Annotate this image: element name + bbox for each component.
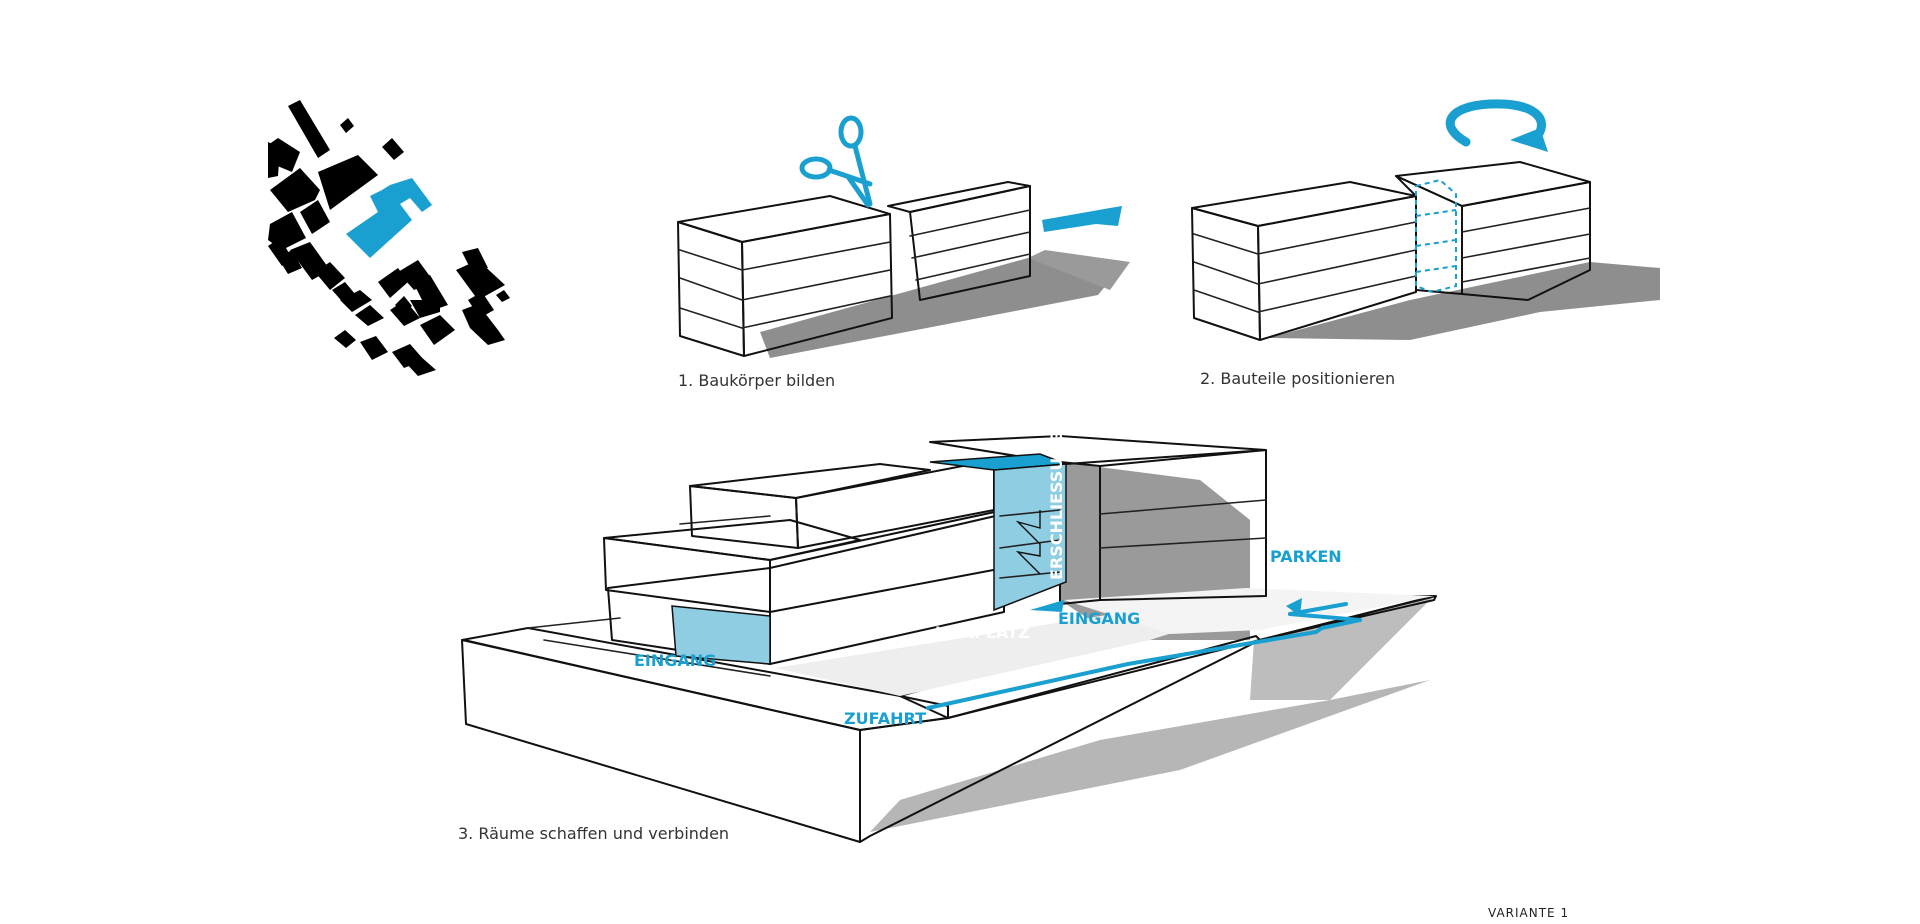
erschliessung-core	[929, 453, 1067, 612]
label-erschliessung: ERSCHLIESSUNG	[1047, 431, 1066, 580]
zufahrt-route	[926, 612, 1362, 710]
caption-step2: 2. Bauteile positionieren	[1200, 369, 1396, 388]
step3-plinth	[461, 595, 1437, 843]
step3-shadow-ground	[870, 680, 1430, 832]
label-vorplatz: VORPLATZ	[936, 623, 1030, 642]
caption-step3: 3. Räume schaffen und verbinden	[458, 824, 730, 843]
step2-block-right	[1395, 161, 1591, 301]
cut-off-text: VARIANTE 1	[1488, 906, 1570, 920]
step3-shadow-plinth	[1250, 596, 1434, 700]
step2-shadow	[1268, 262, 1660, 340]
label-eingang-left: EINGANG	[634, 651, 716, 670]
label-eingang-main: EINGANG	[1058, 609, 1140, 628]
rotate-arrow-icon	[1445, 99, 1548, 152]
label-parken: PARKEN	[1270, 547, 1342, 566]
step1-shadow-right	[1028, 250, 1130, 290]
step1-block-left	[677, 195, 893, 357]
eingang-glazing-left	[671, 605, 771, 665]
label-zufahrt: ZUFAHRT	[844, 709, 926, 728]
figure-ground-plan	[268, 100, 510, 376]
step1-diagram	[677, 115, 1130, 358]
caption-step1: 1. Baukörper bilden	[678, 371, 836, 390]
eingang-arrowhead	[1030, 600, 1064, 612]
figure-ground-neighbors	[268, 100, 510, 376]
scissors-icon	[799, 115, 873, 208]
step1-block-right	[887, 181, 1031, 301]
figure-ground-site-building	[346, 178, 432, 258]
step2-dashed-core	[1415, 178, 1457, 294]
step3-diagram: ERSCHLIESSUNG PARKEN EINGANG EINGANG VOR…	[461, 431, 1437, 843]
move-arrow-icon	[1042, 206, 1122, 232]
step1-shadow	[760, 258, 1120, 358]
step2-diagram	[1191, 99, 1660, 341]
parken-arrowhead	[1286, 598, 1302, 616]
step2-block-left	[1191, 181, 1417, 341]
step3-ground-floor	[607, 513, 1005, 665]
